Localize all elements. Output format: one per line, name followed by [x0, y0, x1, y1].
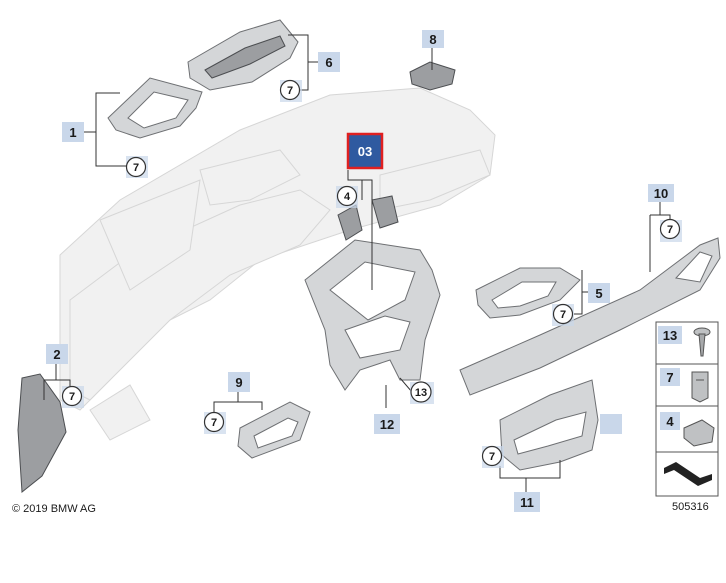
bracket-icon	[683, 419, 715, 447]
empty-tag	[600, 414, 622, 434]
svg-text:13: 13	[415, 387, 427, 399]
legend-panel: 13 7 4	[655, 321, 719, 497]
svg-text:7: 7	[667, 224, 673, 236]
clip-icon	[691, 371, 709, 403]
svg-text:12: 12	[380, 417, 394, 432]
svg-text:7: 7	[211, 417, 217, 429]
callout-6[interactable]: 6	[318, 52, 340, 72]
legend-item-4[interactable]: 4	[660, 412, 715, 447]
part-1-bezel	[107, 77, 203, 139]
part-5-bezel	[475, 267, 581, 319]
svg-text:7: 7	[560, 309, 566, 321]
callout-10[interactable]: 10	[648, 184, 674, 202]
circle-callout-13[interactable]: 13	[410, 381, 434, 404]
svg-text:10: 10	[654, 186, 668, 201]
circle-callout-7-e[interactable]: 7	[61, 385, 84, 408]
svg-text:7: 7	[133, 162, 139, 174]
highlight-callout-03[interactable]: 03	[346, 132, 384, 170]
part-6-center-vent-panel	[187, 19, 299, 91]
svg-text:7: 7	[666, 370, 673, 385]
svg-text:2: 2	[53, 347, 60, 362]
screw-icon	[693, 327, 711, 357]
svg-text:4: 4	[344, 191, 351, 203]
part-10-trim-strip	[459, 237, 721, 396]
svg-text:7: 7	[489, 451, 495, 463]
circle-callout-7-b[interactable]: 7	[279, 79, 302, 102]
copyright-text: © 2019 BMW AG	[12, 503, 96, 515]
part-8-vent-grille	[409, 61, 456, 91]
diagram-number: 505316	[672, 501, 709, 513]
callout-12[interactable]: 12	[374, 414, 400, 434]
callout-5[interactable]: 5	[588, 283, 610, 303]
circle-callout-7-a[interactable]: 7	[125, 156, 148, 178]
callout-2[interactable]: 2	[46, 344, 68, 364]
svg-text:13: 13	[663, 328, 677, 343]
svg-text:11: 11	[520, 495, 534, 510]
legend-item-13[interactable]: 13	[658, 326, 711, 357]
circle-callout-7-c[interactable]: 7	[659, 218, 682, 243]
callout-11[interactable]: 11	[514, 492, 540, 512]
svg-text:6: 6	[325, 55, 332, 70]
legend-item-7[interactable]: 7	[660, 368, 709, 403]
part-4-brackets	[337, 195, 399, 241]
part-9-trim-piece	[237, 401, 311, 459]
svg-text:4: 4	[666, 414, 674, 429]
view-direction-icon	[664, 462, 712, 486]
part-2-side-panel	[17, 373, 67, 493]
part-12-center-bracket	[304, 239, 441, 391]
part-11-console-trim	[499, 379, 599, 471]
svg-text:7: 7	[69, 391, 75, 403]
circle-callout-7-f[interactable]: 7	[203, 411, 226, 434]
circle-callout-7-g[interactable]: 7	[481, 445, 504, 468]
svg-text:03: 03	[358, 144, 372, 159]
svg-text:5: 5	[595, 286, 602, 301]
circle-callout-4[interactable]: 4	[336, 185, 358, 208]
svg-text:8: 8	[429, 32, 436, 47]
callout-1[interactable]: 1	[62, 122, 84, 142]
svg-text:1: 1	[69, 125, 76, 140]
dashboard-ghost	[59, 87, 496, 441]
callout-9[interactable]: 9	[228, 372, 250, 392]
callout-8[interactable]: 8	[422, 30, 444, 48]
svg-text:9: 9	[235, 375, 242, 390]
svg-text:7: 7	[287, 85, 293, 97]
circle-callout-7-d[interactable]: 7	[552, 303, 574, 326]
